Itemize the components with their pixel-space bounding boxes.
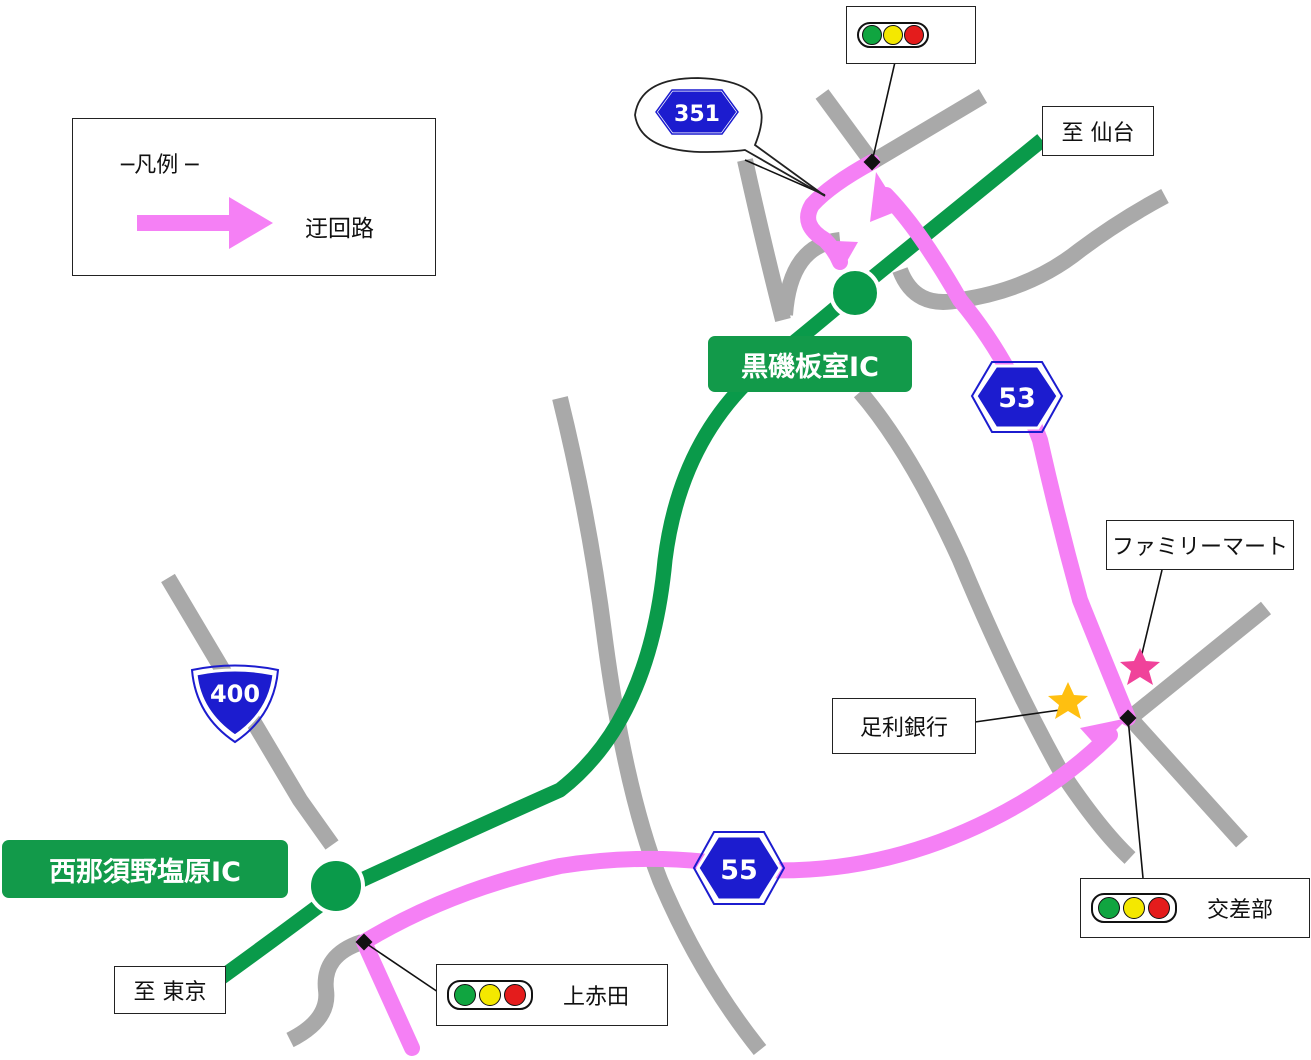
shield-53-number: 53 [998,383,1036,414]
road-ne-diag [1122,601,1272,848]
star-icon [1120,648,1160,685]
route-shield-55: 55 [692,831,786,905]
road-cross-sw [286,934,365,1048]
landmark-familymart: ファミリーマート [1106,520,1294,570]
callout-351 [634,77,826,197]
legend-title: ─凡例 ─ [121,153,199,178]
legend-detour-label: 迂回路 [305,216,374,242]
destination-tokyo: 至 東京 [114,966,226,1014]
signal-box-junction: 交差部 [1080,878,1310,938]
star-icon [1048,682,1088,719]
destination-sendai: 至 仙台 [1042,106,1154,156]
road-loop [737,158,791,322]
landmark-ashikaga-bank: 足利銀行 [832,698,976,754]
interchange-icon [829,267,881,319]
legend-box: ─凡例 ─ 迂回路 [72,118,436,276]
traffic-signal-icon [1091,893,1177,923]
shield-55-number: 55 [720,855,758,886]
route-shield-351: 351 [654,88,740,136]
road-center-sw [552,396,767,1055]
road-east [892,188,1169,310]
signal-box-top [846,6,976,64]
ic-label-kuroiso: 黒磯板室IC [708,336,912,392]
shield-351-number: 351 [674,102,720,127]
shield-400-number: 400 [210,680,260,708]
signal-label-junction: 交差部 [1207,898,1274,923]
traffic-signal-icon [857,22,929,48]
road-400 [161,573,339,850]
legend-arrow-icon [137,197,273,249]
intersection-marker [355,153,1137,951]
road-north-b [867,89,988,169]
arrow-icon [815,172,1128,748]
signal-label-kamiakada: 上赤田 [563,985,630,1010]
route-shield-53: 53 [970,361,1064,433]
traffic-signal-icon [447,980,533,1010]
route-shield-400: 400 [190,664,280,744]
ic-label-nishinasu: 西那須野塩原IC [2,840,288,898]
signal-box-kamiakada: 上赤田 [436,964,668,1026]
road-north-a [815,89,879,167]
road-center-ne [853,386,1136,864]
interchange-icon [307,857,365,915]
